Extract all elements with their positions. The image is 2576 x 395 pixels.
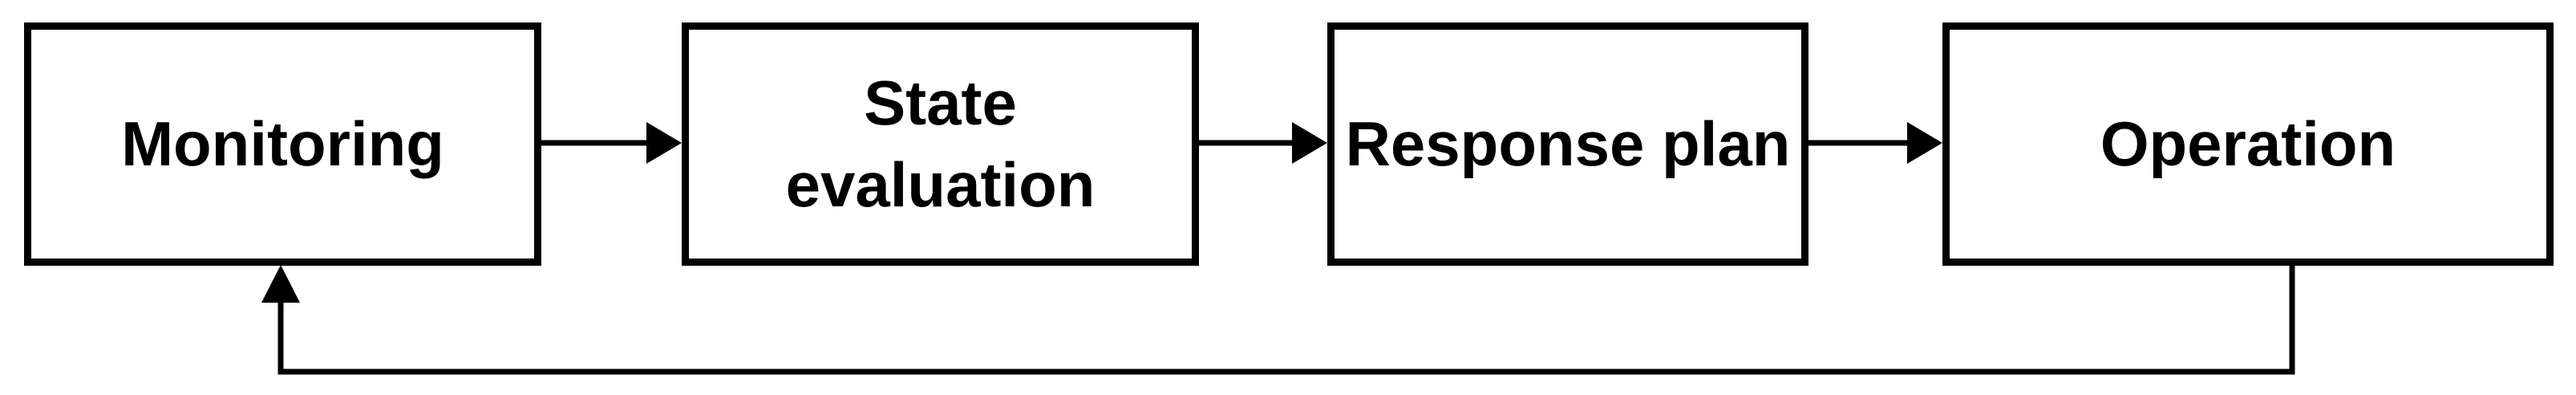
edge-response-plan-to-operation (1808, 122, 1942, 164)
edge-monitoring-to-state-evaluation (541, 122, 682, 164)
edge-state-evaluation-to-response-plan (1199, 122, 1327, 164)
node-operation-label: Operation (2100, 108, 2396, 179)
node-monitoring-label: Monitoring (121, 108, 444, 179)
arrowhead-right-icon (1907, 122, 1942, 164)
arrowhead-right-icon (646, 122, 682, 164)
node-state-evaluation: State evaluation (682, 22, 1199, 266)
node-state-evaluation-label: State evaluation (785, 67, 1096, 220)
node-operation: Operation (1942, 22, 2554, 266)
node-response-plan-label: Response plan (1345, 108, 1791, 179)
arrowhead-up-icon (261, 265, 300, 303)
node-response-plan: Response plan (1327, 22, 1808, 266)
edge-operation-to-monitoring-feedback (261, 263, 2295, 375)
node-monitoring: Monitoring (24, 22, 541, 266)
arrowhead-right-icon (1292, 122, 1327, 164)
